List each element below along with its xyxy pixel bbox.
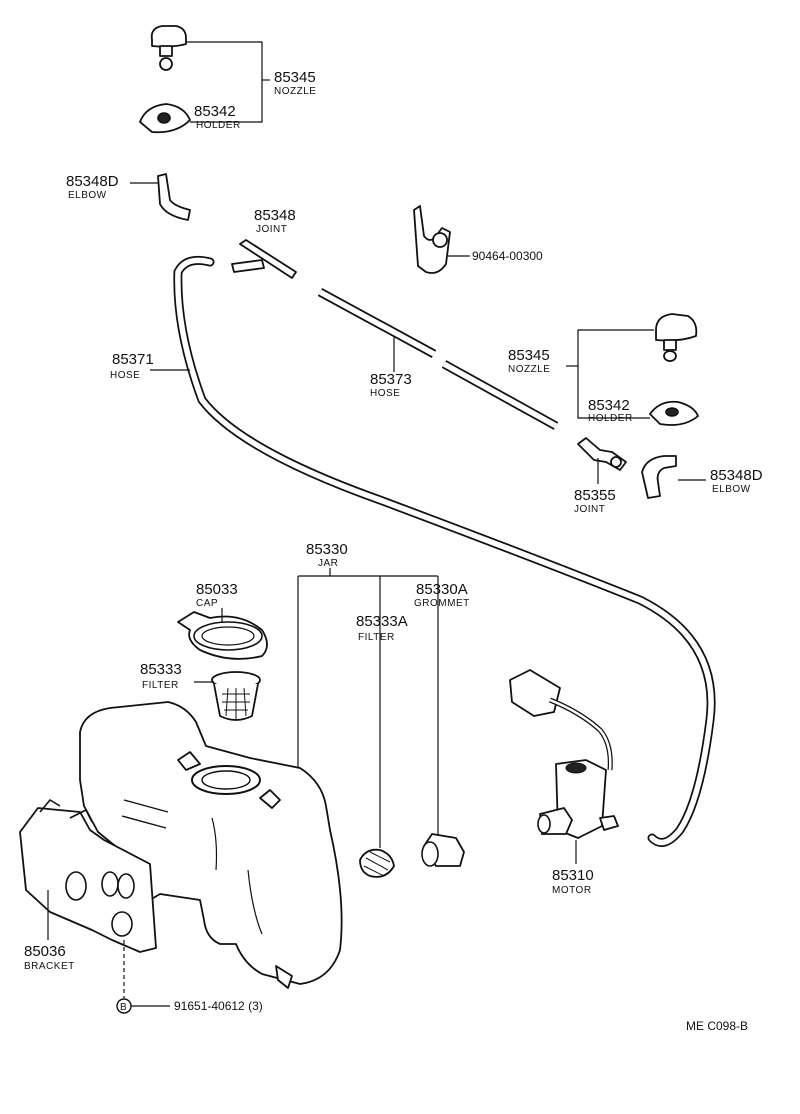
elbow-top-drawing (157, 173, 191, 221)
label-joint-right: JOINT (574, 504, 605, 515)
grommet-drawing (421, 833, 465, 867)
label-cap: CAP (196, 598, 218, 609)
label-85348d-right: 85348D (710, 467, 763, 484)
label-85333a: 85333A (356, 613, 408, 630)
elbow-right-drawing (641, 455, 677, 499)
label-holder-top: HOLDER (196, 120, 241, 131)
filter-a-drawing (359, 848, 395, 878)
clip-drawing (413, 205, 451, 274)
label-91651-40612: 91651-40612 (3) (174, 999, 263, 1013)
label-85036: 85036 (24, 943, 66, 960)
cap-drawing (177, 611, 268, 660)
label-85348d-top: 85348D (66, 173, 119, 190)
holder-right-drawing (649, 400, 699, 426)
label-85330a: 85330A (416, 581, 468, 598)
label-90464-00300: 90464-00300 (472, 249, 543, 263)
label-85310: 85310 (552, 867, 594, 884)
label-elbow-top: ELBOW (68, 190, 107, 201)
joint-top-drawing (231, 239, 297, 279)
label-bracket: BRACKET (24, 961, 75, 972)
holder-top-drawing (139, 103, 191, 134)
hose-long-drawing (173, 255, 716, 847)
label-85355: 85355 (574, 487, 616, 504)
jar-drawing (79, 701, 343, 989)
footer-code: ME C098-B (686, 1019, 748, 1033)
bracket-drawing (19, 798, 157, 953)
label-grommet: GROMMET (414, 598, 470, 609)
bolt-marker-letter: B (120, 1002, 127, 1013)
label-jar: JAR (318, 558, 338, 569)
label-85342-top: 85342 (194, 103, 236, 120)
leader-nozzle-holder-right (577, 329, 654, 419)
label-85330: 85330 (306, 541, 348, 558)
filter-drawing (211, 671, 261, 721)
leader-nozzle-holder-top (186, 41, 263, 123)
label-85345-top: 85345 (274, 69, 316, 86)
label-hose-long: HOSE (110, 370, 140, 381)
label-motor: MOTOR (552, 885, 592, 896)
label-hose-short: HOSE (370, 388, 400, 399)
label-filter: FILTER (142, 680, 179, 691)
label-elbow-right: ELBOW (712, 484, 751, 495)
label-85345-right: 85345 (508, 347, 550, 364)
nozzle-top-drawing (150, 25, 187, 71)
label-nozzle-top: NOZZLE (274, 86, 316, 97)
hose-long-inner (175, 257, 714, 846)
label-85333: 85333 (140, 661, 182, 678)
motor-drawing (509, 669, 619, 839)
label-85373: 85373 (370, 371, 412, 388)
label-85033: 85033 (196, 581, 238, 598)
hose-short-drawing (317, 288, 559, 430)
label-85348-joint: 85348 (254, 207, 296, 224)
label-filter-a: FILTER (358, 632, 395, 643)
label-joint-top: JOINT (256, 224, 287, 235)
label-85342-right: 85342 (588, 397, 630, 414)
label-85371: 85371 (112, 351, 154, 368)
label-holder-right: HOLDER (588, 413, 633, 424)
nozzle-right-drawing (655, 313, 698, 362)
label-nozzle-right: NOZZLE (508, 364, 550, 375)
joint-right-drawing (577, 437, 627, 471)
